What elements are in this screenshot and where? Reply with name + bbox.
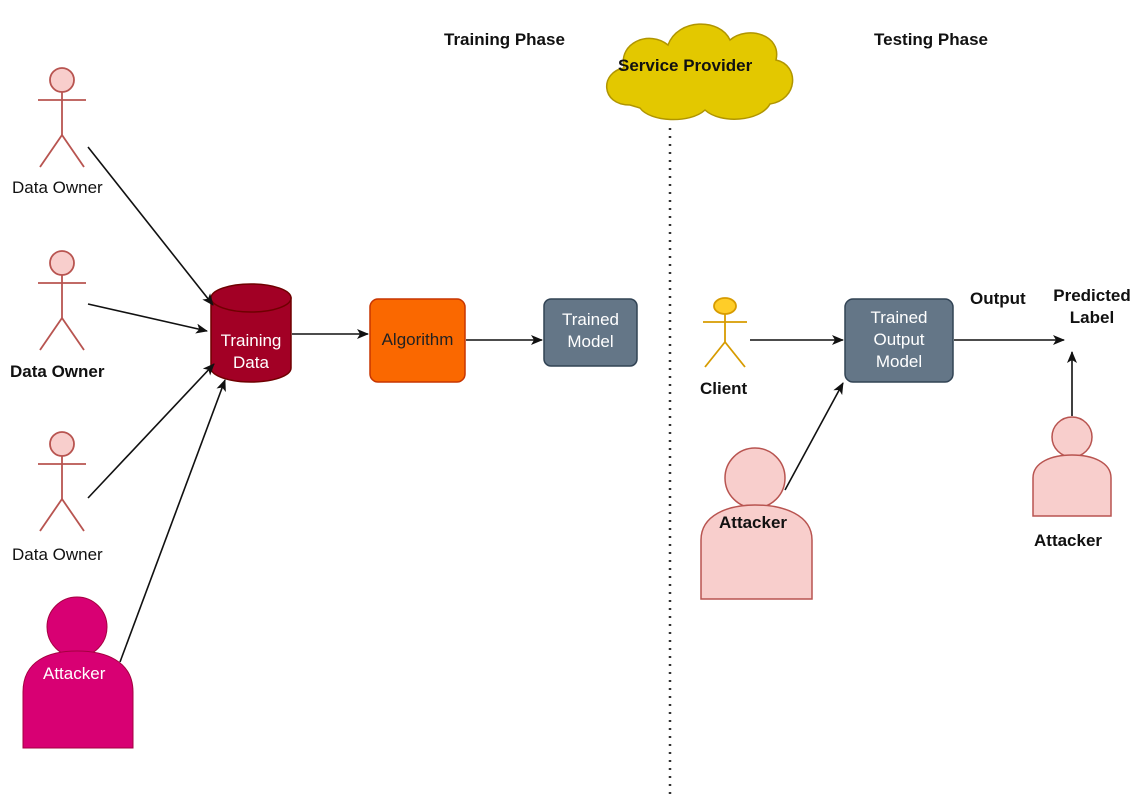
data-owner-actor-3 [38, 431, 86, 532]
data-owner-actor-1 [38, 67, 86, 168]
arrow-owner3-to-data [87, 363, 215, 499]
training-attacker-icon [22, 596, 134, 749]
testing-attacker-left-icon [700, 447, 813, 600]
trained-output-model-line3: Model [875, 352, 923, 371]
arrow-attacker-to-output-model [784, 382, 844, 491]
training-phase-title: Training Phase [444, 30, 565, 49]
trained-model-line1: Trained [561, 310, 619, 329]
trained-model-line2: Model [567, 332, 614, 351]
data-owner-label-3: Data Owner [12, 545, 103, 564]
training-data-label: Training Data [211, 330, 291, 374]
testing-phase-title: Testing Phase [874, 30, 988, 49]
testing-attacker-left-label: Attacker [719, 513, 788, 532]
training-attacker-label: Attacker [43, 664, 106, 683]
arrow-owner1-to-data [87, 146, 214, 306]
arrow-attacker-to-data [119, 379, 226, 663]
output-label: Output [970, 289, 1026, 308]
predicted-label-line1: Predicted [1053, 286, 1131, 305]
algorithm-box [369, 298, 466, 383]
data-owner-actor-2 [38, 250, 86, 351]
trained-model-label: Trained Model [544, 309, 637, 353]
training-data-line1: Training [220, 331, 282, 350]
arrow-owner2-to-data [87, 303, 208, 334]
trained-output-model-line1: Trained [870, 308, 928, 327]
data-owner-label-1: Data Owner [12, 178, 103, 197]
cloud-shape [606, 23, 794, 121]
trained-output-model-box [844, 298, 954, 383]
data-owner-label-2: Data Owner [10, 362, 105, 381]
predicted-label-line2: Label [1069, 308, 1115, 327]
algorithm-label: Algorithm [381, 330, 454, 349]
client-actor [703, 297, 747, 368]
trained-output-model-line2: Output [873, 330, 925, 349]
trained-model-box [543, 298, 638, 367]
predicted-label: Predicted Label [1046, 285, 1138, 329]
testing-attacker-right-label: Attacker [1034, 531, 1103, 550]
training-data-line2: Data [233, 353, 269, 372]
service-provider-label: Service Provider [618, 56, 753, 75]
testing-attacker-right-icon [1032, 416, 1112, 517]
client-label: Client [700, 379, 748, 398]
training-data-cylinder [210, 283, 292, 383]
trained-output-model-label: Trained Output Model [845, 307, 953, 373]
